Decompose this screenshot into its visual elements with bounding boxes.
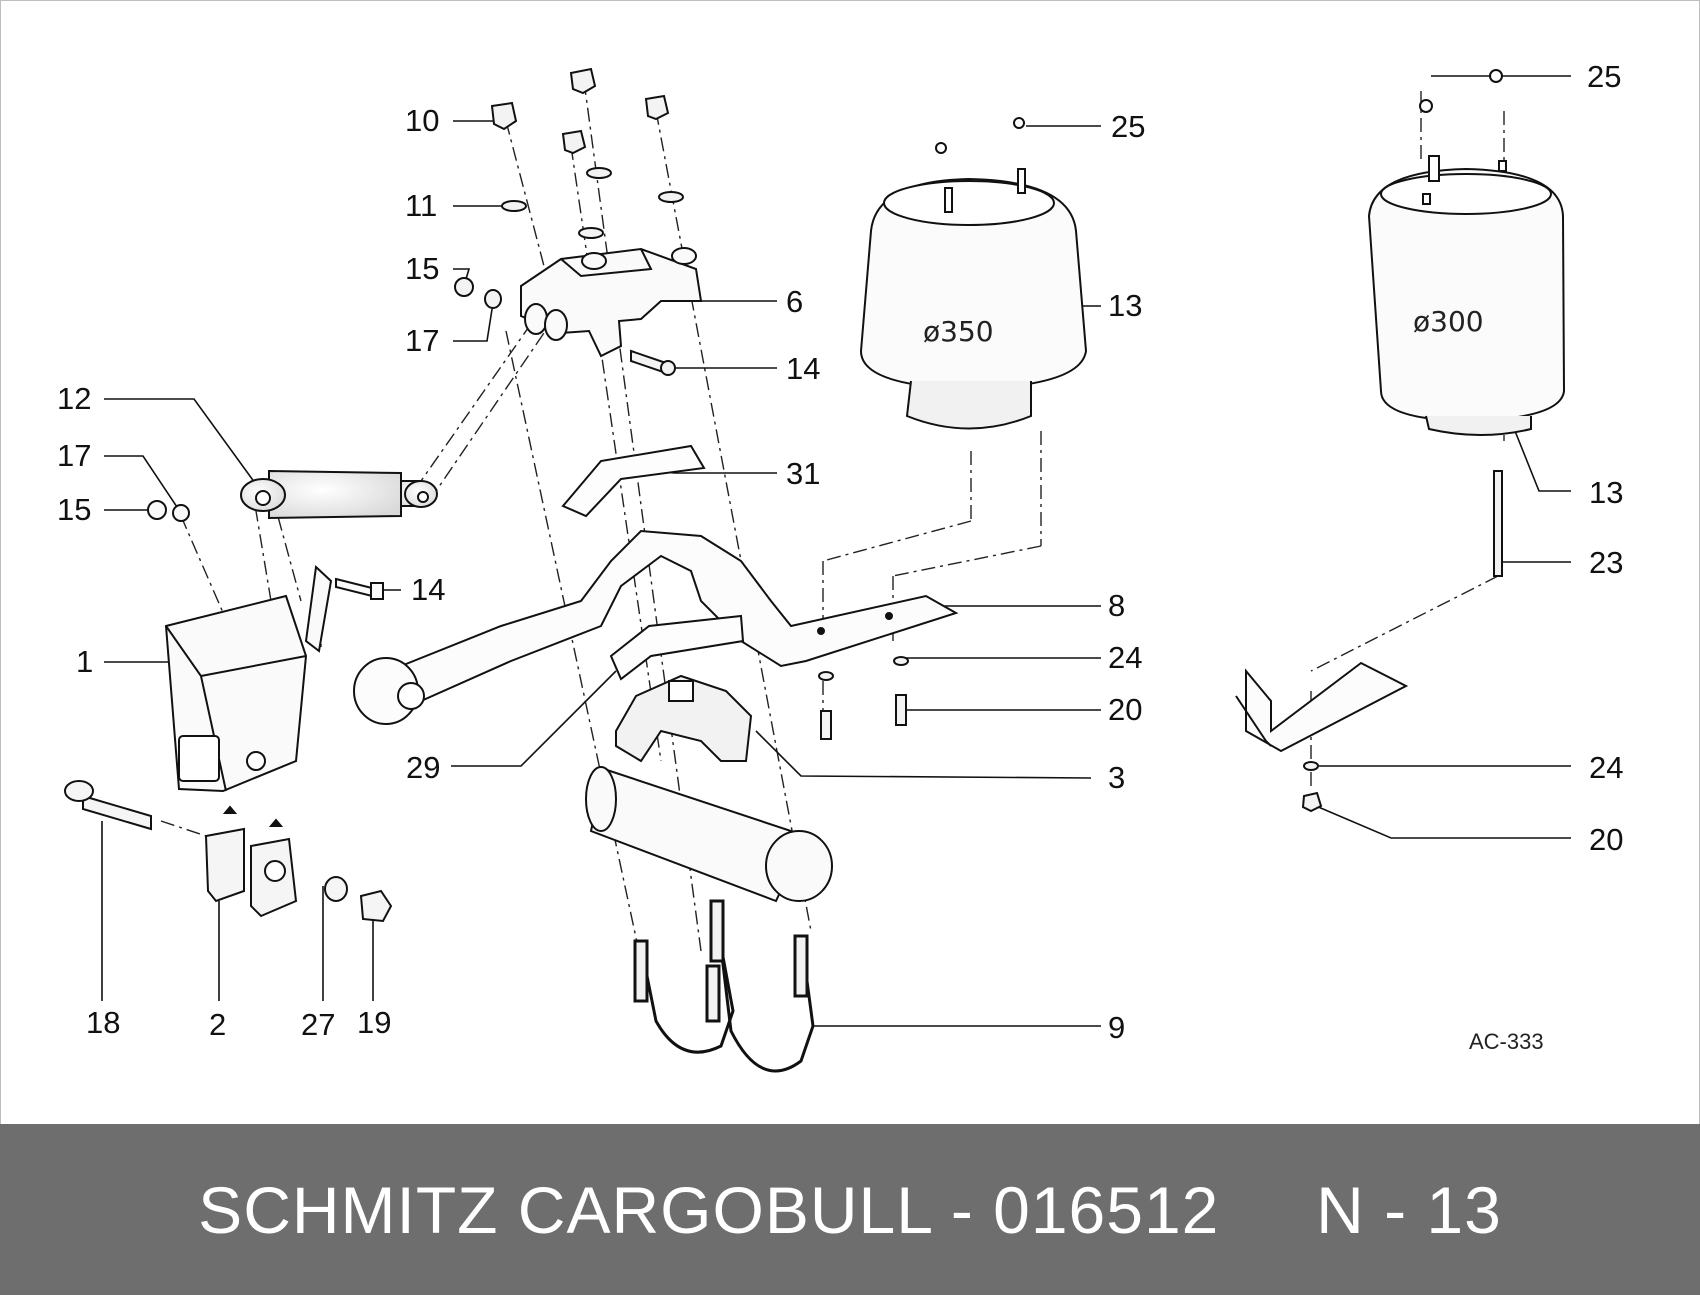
callout-17-top: 17 xyxy=(405,323,439,358)
callout-25-left: 25 xyxy=(1111,109,1145,144)
callout-1: 1 xyxy=(76,644,93,679)
callout-11: 11 xyxy=(405,188,437,223)
axle-tube-part xyxy=(585,766,833,903)
air-bellow-right xyxy=(1367,69,1566,577)
u-bolt-parts xyxy=(633,899,815,1073)
nuts-and-washers-top xyxy=(454,67,684,376)
callout-31: 31 xyxy=(786,456,820,491)
callout-6: 6 xyxy=(786,284,803,319)
callout-leader-lines xyxy=(101,75,1571,1027)
callout-19: 19 xyxy=(357,1005,391,1040)
upper-bracket-part xyxy=(520,247,703,358)
callout-17-left: 17 xyxy=(57,438,91,473)
footer-caption: SCHMITZ CARGOBULL - 016512 N - 13 xyxy=(198,1172,1502,1247)
callout-23: 23 xyxy=(1589,545,1623,580)
exploded-parts-diagram: ø350 ø300 10 11 15 17 6 14 12 17 15 14 1… xyxy=(0,0,1700,1125)
footer-part-number: 016512 xyxy=(993,1172,1220,1247)
trailing-arm-part xyxy=(353,529,959,725)
callout-14-left: 14 xyxy=(411,572,445,607)
shock-absorber-part xyxy=(240,469,438,520)
callout-29: 29 xyxy=(406,750,440,785)
callout-numbers: 10 11 15 17 6 14 12 17 15 14 1 18 2 27 1… xyxy=(57,59,1623,1045)
callout-24-right: 24 xyxy=(1589,750,1623,785)
callout-15-left: 15 xyxy=(57,492,91,527)
callout-9: 9 xyxy=(1108,1010,1125,1045)
footer-bar: SCHMITZ CARGOBULL - 016512 N - 13 xyxy=(0,1124,1700,1295)
callout-8: 8 xyxy=(1108,588,1125,623)
axle-plates xyxy=(561,444,745,681)
bellow-right-diameter-label: ø300 xyxy=(1413,305,1484,338)
callout-3: 3 xyxy=(1108,760,1125,795)
callout-18: 18 xyxy=(86,1005,120,1040)
callout-20-right: 20 xyxy=(1589,822,1623,857)
callout-2: 2 xyxy=(209,1007,226,1042)
callout-27: 27 xyxy=(301,1007,335,1042)
drawing-code: AC-333 xyxy=(1469,1029,1544,1054)
bolts-middle xyxy=(818,656,909,740)
pivot-bolt-and-plates xyxy=(64,780,393,923)
callout-13-left: 13 xyxy=(1108,288,1142,323)
callout-24-middle: 24 xyxy=(1108,640,1142,675)
callout-10: 10 xyxy=(405,103,439,138)
callout-20-middle: 20 xyxy=(1108,692,1142,727)
callout-12: 12 xyxy=(57,381,91,416)
assembly-center-lines xyxy=(160,80,1505,962)
bellow-left-diameter-label: ø350 xyxy=(923,315,994,348)
diagram-drawing: ø350 ø300 10 11 15 17 6 14 12 17 15 14 1… xyxy=(57,59,1623,1073)
callout-14-top: 14 xyxy=(786,351,820,386)
footer-page-code: N - 13 xyxy=(1316,1172,1502,1247)
footer-brand: SCHMITZ CARGOBULL xyxy=(198,1172,932,1247)
callout-25-right: 25 xyxy=(1587,59,1621,94)
callout-13-right: 13 xyxy=(1589,475,1623,510)
right-mounting-plate xyxy=(1235,661,1409,813)
spring-hanger-part xyxy=(147,500,384,793)
axle-seat-part xyxy=(615,674,753,763)
callout-15-top: 15 xyxy=(405,251,439,286)
air-bellow-left xyxy=(859,117,1088,430)
